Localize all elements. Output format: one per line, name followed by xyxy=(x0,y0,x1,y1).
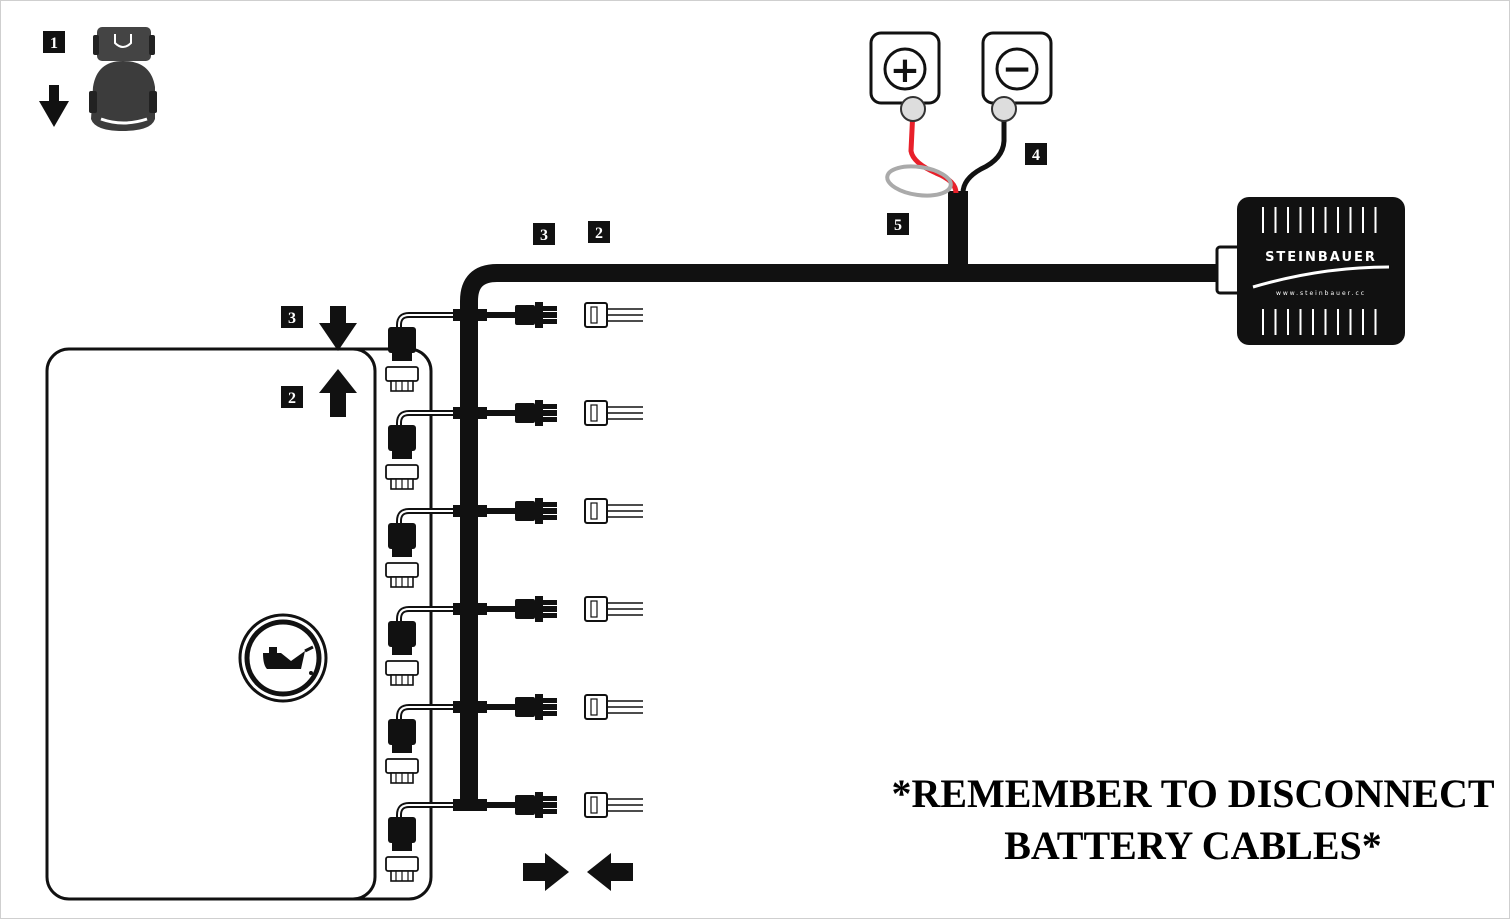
warning-line-2: BATTERY CABLES* xyxy=(1004,823,1382,868)
plug-white-icon xyxy=(385,562,419,588)
connector-white-icon xyxy=(584,792,644,818)
connector-white-icon xyxy=(584,596,644,622)
connector-white-icon xyxy=(584,498,644,524)
main-harness-cable xyxy=(460,264,1223,806)
down-arrow-icon xyxy=(39,85,69,127)
step-label-2-top: 2 xyxy=(588,221,610,243)
arrow-down-icon xyxy=(319,306,357,351)
connector-white-icon xyxy=(584,400,644,426)
plug-black-icon xyxy=(388,621,416,655)
injector-connector-row-2 xyxy=(385,400,644,490)
steinbauer-module: STEINBAUER www.steinbauer.cc xyxy=(1215,197,1405,345)
step-label-1: 1 xyxy=(43,31,65,53)
module-brand: STEINBAUER xyxy=(1265,250,1377,265)
arrow-up-icon xyxy=(319,369,357,417)
connector-black-icon xyxy=(515,694,557,720)
plug-black-icon xyxy=(388,425,416,459)
svg-text:2: 2 xyxy=(595,225,603,242)
step-label-4: 4 xyxy=(1025,143,1047,165)
warning-line-1: *REMEMBER TO DISCONNECT xyxy=(891,771,1494,816)
negative-symbol: − xyxy=(1002,49,1032,90)
battery-cable-sleeve xyxy=(948,191,968,275)
plug-white-icon xyxy=(385,366,419,392)
oil-can-icon xyxy=(238,613,328,703)
injector-connector-row-3 xyxy=(385,498,644,588)
positive-symbol: + xyxy=(890,50,920,91)
truck-icon xyxy=(89,27,157,131)
injector-connector-row-5 xyxy=(385,694,644,784)
connector-black-icon xyxy=(515,596,557,622)
plug-white-icon xyxy=(385,464,419,490)
connector-rows xyxy=(385,302,644,882)
svg-text:3: 3 xyxy=(540,227,548,244)
engine-block xyxy=(45,347,433,901)
plug-white-icon xyxy=(385,758,419,784)
plug-white-icon xyxy=(385,660,419,686)
svg-text:2: 2 xyxy=(288,390,296,407)
connector-black-icon xyxy=(515,400,557,426)
connector-black-icon xyxy=(515,498,557,524)
injector-connector-row-6 xyxy=(385,792,644,882)
connector-black-icon xyxy=(515,302,557,328)
positive-terminal: + xyxy=(869,31,941,122)
svg-text:3: 3 xyxy=(288,310,296,327)
step-label-3-left: 3 xyxy=(281,306,303,328)
plug-black-icon xyxy=(388,719,416,753)
svg-text:1: 1 xyxy=(50,35,58,52)
injector-connector-row-4 xyxy=(385,596,644,686)
plug-black-icon xyxy=(388,523,416,557)
module-url: www.steinbauer.cc xyxy=(1276,290,1366,297)
battery-wires xyxy=(885,108,1007,198)
connector-black-icon xyxy=(515,792,557,818)
negative-terminal: − xyxy=(981,31,1053,122)
connector-white-icon xyxy=(584,694,644,720)
svg-text:4: 4 xyxy=(1032,147,1040,164)
step-label-2-left: 2 xyxy=(281,386,303,408)
step-label-5: 5 xyxy=(887,213,909,235)
plug-black-icon xyxy=(388,817,416,851)
svg-text:5: 5 xyxy=(894,217,902,234)
step-label-3-top: 3 xyxy=(533,223,555,245)
arrow-left-icon xyxy=(587,853,633,891)
connector-white-icon xyxy=(584,302,644,328)
arrow-right-icon xyxy=(523,853,569,891)
injector-connector-row-1 xyxy=(385,302,644,392)
plug-white-icon xyxy=(385,856,419,882)
plug-black-icon xyxy=(388,327,416,361)
